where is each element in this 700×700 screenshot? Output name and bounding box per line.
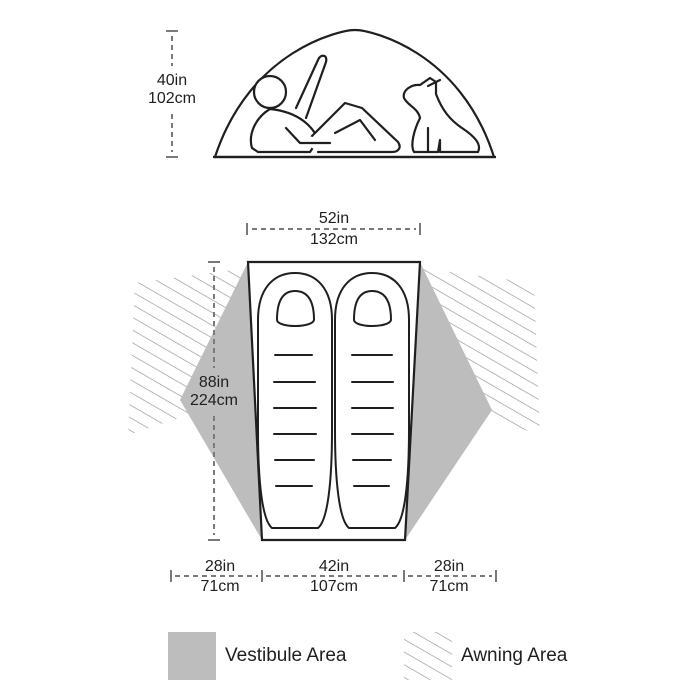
foot-width-imperial: 42in [318, 558, 350, 575]
left-vestibule-area [180, 262, 262, 540]
height-dimension-line [166, 30, 178, 158]
head-width-imperial: 52in [318, 210, 350, 227]
length-metric: 224cm [189, 392, 239, 409]
reclining-person-icon [249, 54, 401, 154]
awning-legend-label: Awning Area [461, 645, 568, 666]
height-imperial: 40in [156, 72, 188, 89]
length-label: 88in 224cm [176, 374, 252, 410]
right-vestibule-area [405, 262, 492, 540]
right-vestibule-dimension-label: 28in 71cm [411, 558, 487, 596]
foot-width-metric: 107cm [309, 578, 359, 595]
floor-plan [128, 260, 540, 542]
awning-legend-swatch [404, 632, 452, 680]
left-vestibule-imperial: 28in [204, 558, 236, 575]
sleeping-bag-icon [257, 271, 333, 529]
bottom-dimension-line [170, 570, 497, 582]
left-vestibule-dimension-label: 28in 71cm [182, 558, 258, 596]
left-vestibule-metric: 71cm [200, 578, 240, 595]
length-imperial: 88in [198, 374, 230, 391]
vestibule-legend-label: Vestibule Area [225, 645, 347, 666]
vestibule-legend-swatch [168, 632, 216, 680]
side-profile [213, 28, 496, 159]
right-vestibule-imperial: 28in [433, 558, 465, 575]
right-vestibule-metric: 71cm [429, 578, 469, 595]
height-label: 40in 102cm [136, 72, 208, 108]
sitting-dog-icon [402, 76, 481, 154]
length-dimension-line [208, 261, 220, 541]
height-metric: 102cm [147, 90, 197, 107]
head-width-metric: 132cm [309, 231, 359, 248]
sleeping-bag-icon [334, 271, 410, 529]
head-width-dimension-line [246, 223, 421, 235]
foot-width-label: 42in 107cm [296, 558, 372, 596]
head-width-label: 52in 132cm [296, 210, 372, 249]
